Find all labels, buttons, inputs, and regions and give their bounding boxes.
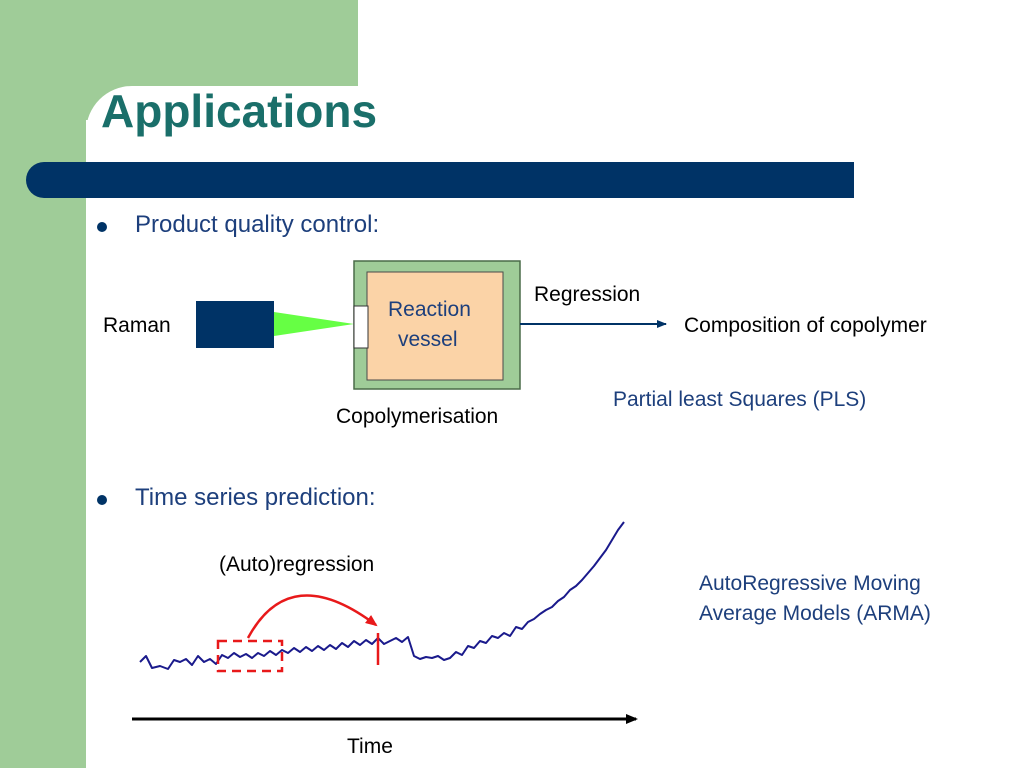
arma-note-line-1: AutoRegressive Moving <box>699 572 921 595</box>
raman-label: Raman <box>103 314 171 337</box>
regression-label: Regression <box>534 283 641 306</box>
reaction-vessel <box>366 271 504 381</box>
autoregression-arrow <box>246 594 378 639</box>
green-band-left <box>0 0 86 768</box>
bullet-time-series: Time series prediction: <box>135 484 376 511</box>
arma-note-line-2: Average Models (ARMA) <box>699 602 931 625</box>
slide-title: Applications <box>101 85 378 137</box>
bullet-product-quality: Product quality control: <box>135 211 380 238</box>
vessel-window <box>353 305 369 349</box>
autoregression-label: (Auto)regression <box>219 553 375 576</box>
vessel-label-line-2: vessel <box>398 328 458 351</box>
time-series-line <box>139 521 625 670</box>
raman-source-block <box>196 301 274 348</box>
composition-label: Composition of copolymer <box>684 314 927 337</box>
vessel-label: Reaction vessel <box>367 272 503 380</box>
time-axis-label: Time <box>347 735 393 758</box>
bullet-dot-1 <box>97 222 107 232</box>
laser-beam-icon <box>274 312 354 336</box>
vessel-label-line-1: Reaction <box>388 298 471 321</box>
arma-note: AutoRegressive Moving Average Models (AR… <box>699 569 931 629</box>
autoregression-window <box>216 639 284 673</box>
pls-note: Partial least Squares (PLS) <box>613 388 867 411</box>
bullet-dot-2 <box>97 495 107 505</box>
title-underline-bar <box>26 162 854 198</box>
copolymerisation-label: Copolymerisation <box>336 405 499 428</box>
